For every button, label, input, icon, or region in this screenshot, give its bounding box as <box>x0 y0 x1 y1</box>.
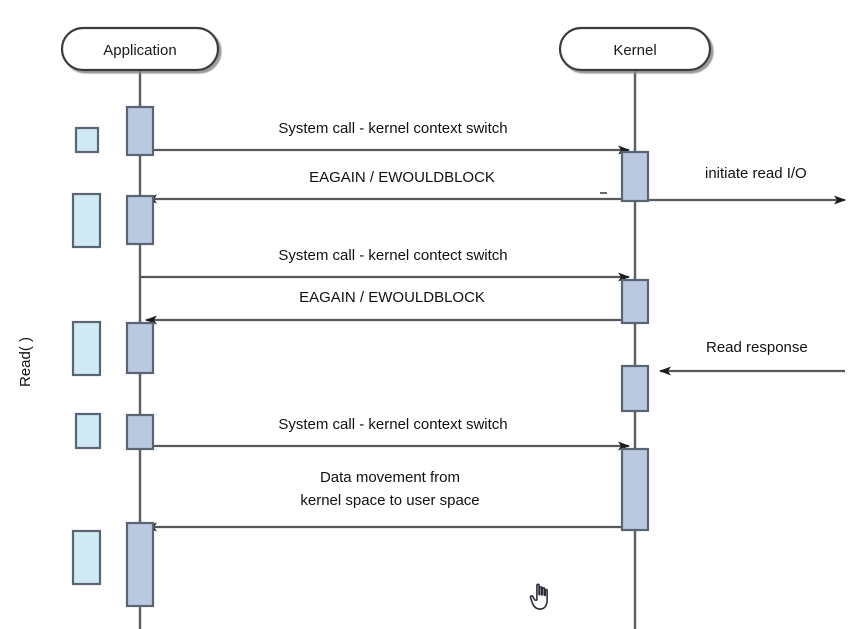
kernel-activation-1[interactable] <box>620 150 650 203</box>
application-label: Application <box>103 42 176 59</box>
application-activation-2[interactable] <box>125 194 155 246</box>
read-side-label: Read( ) <box>17 337 34 387</box>
kernel-activation-group <box>620 150 650 532</box>
message-label-6-line1: Data movement from <box>320 469 460 486</box>
application-activation-3[interactable] <box>125 321 155 375</box>
state-box-2[interactable] <box>71 192 102 249</box>
stray-dash-artifact <box>600 192 607 194</box>
message-label-4: EAGAIN / EWOULDBLOCK <box>299 289 485 306</box>
read-response-label: Read response <box>706 339 808 356</box>
kernel-label: Kernel <box>613 42 656 59</box>
state-box-3[interactable] <box>71 320 102 377</box>
lifeline-kernel: Kernel <box>558 26 712 629</box>
kernel-activation-2[interactable] <box>620 278 650 325</box>
message-label-3: System call - kernel contect switch <box>278 247 507 264</box>
application-activation-5[interactable] <box>125 521 155 608</box>
kernel-activation-3[interactable] <box>620 364 650 413</box>
message-label-1: System call - kernel context switch <box>278 120 507 137</box>
message-label-6-line2: kernel space to user space <box>300 492 479 509</box>
application-head-box[interactable] <box>60 26 220 72</box>
message-label-5: System call - kernel context switch <box>278 416 507 433</box>
message-arrow-group <box>141 145 634 532</box>
hand-cursor-icon <box>529 583 548 610</box>
state-box-5[interactable] <box>71 529 102 586</box>
kernel-activation-4[interactable] <box>620 447 650 532</box>
state-box-1[interactable] <box>74 126 100 154</box>
state-box-4[interactable] <box>74 412 102 450</box>
external-message-group: initiate read I/O Read response <box>637 165 846 376</box>
initiate-read-label: initiate read I/O <box>705 165 807 182</box>
application-activation-group <box>125 105 155 608</box>
application-activation-1[interactable] <box>125 105 155 157</box>
kernel-head-box[interactable] <box>558 26 712 72</box>
application-activation-4[interactable] <box>125 413 155 451</box>
message-label-2: EAGAIN / EWOULDBLOCK <box>309 169 495 186</box>
state-box-group <box>71 126 102 586</box>
